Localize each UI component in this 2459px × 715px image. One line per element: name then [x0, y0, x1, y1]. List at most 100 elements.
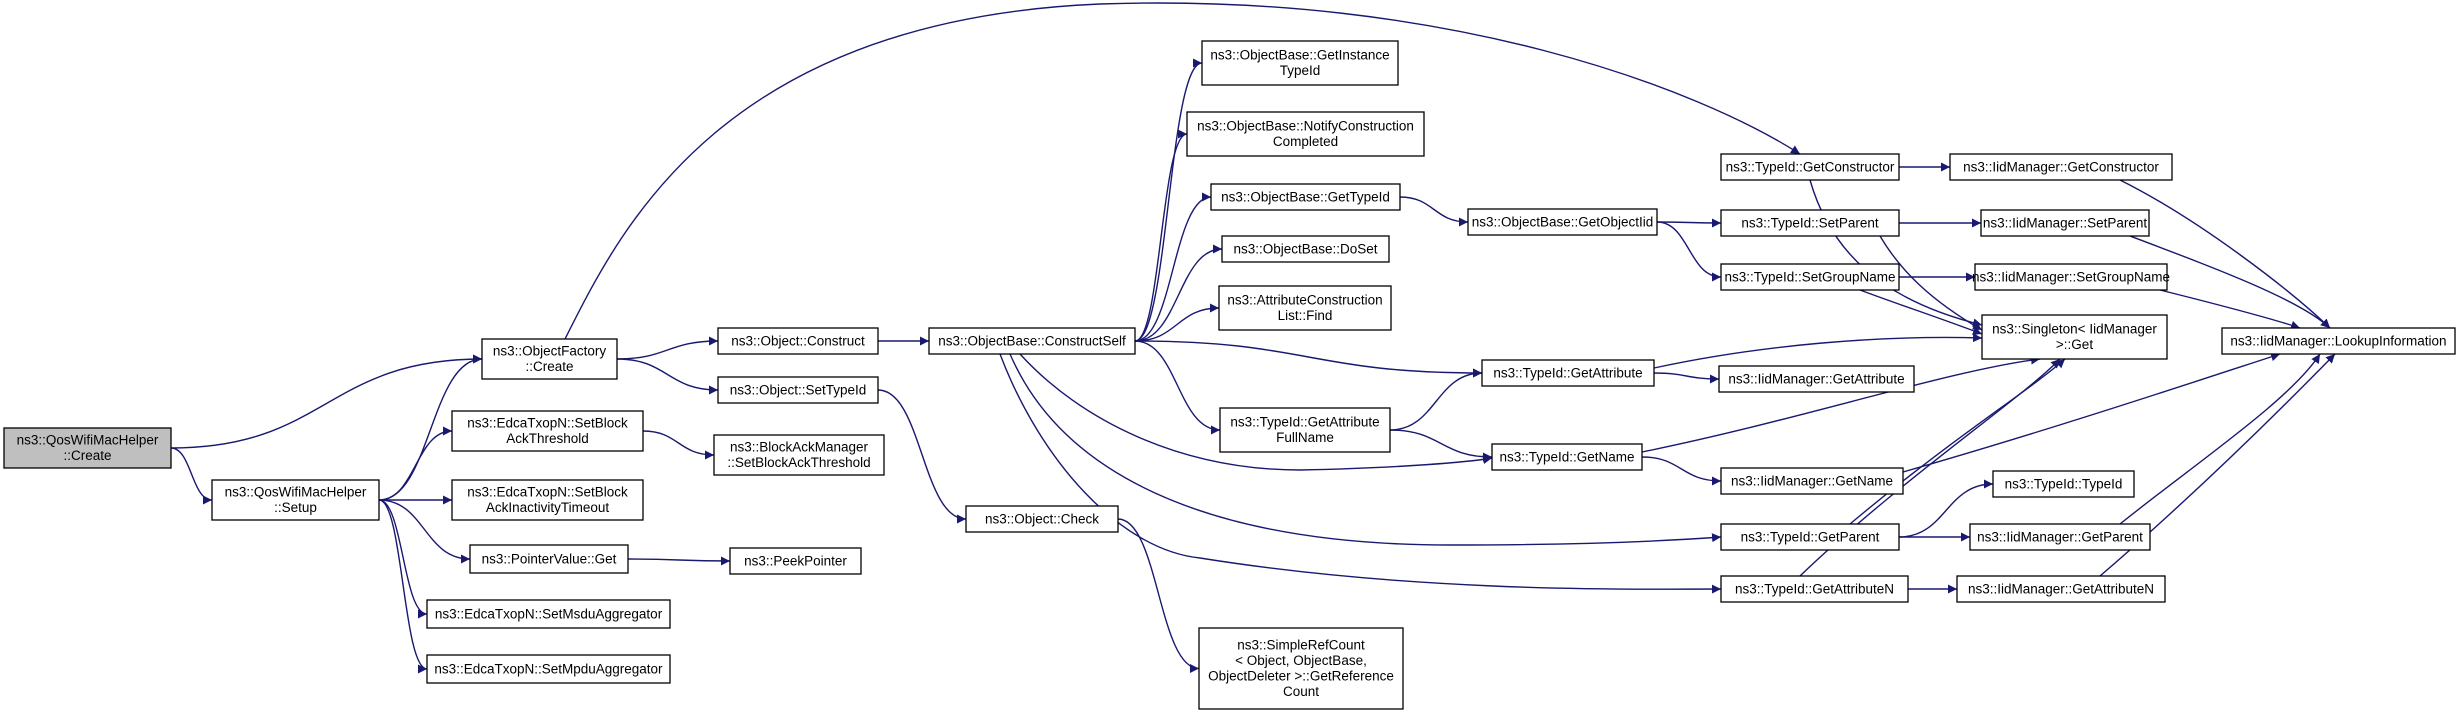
- node-pointervalue_get[interactable]: ns3::PointerValue::Get: [469, 544, 629, 574]
- node-qoswifi_setup[interactable]: ns3::QosWifiMacHelper::Setup: [211, 479, 380, 521]
- node-simplerefcount[interactable]: ns3::SimpleRefCount< Object, ObjectBase,…: [1198, 627, 1404, 710]
- node-objectbase_constructself[interactable]: ns3::ObjectBase::ConstructSelf: [928, 327, 1136, 355]
- node-box[interactable]: [1980, 209, 2150, 237]
- node-box[interactable]: [1720, 263, 1900, 291]
- node-box[interactable]: [1981, 314, 2168, 360]
- node-label: Count: [1283, 684, 1319, 699]
- node-box[interactable]: [1186, 111, 1425, 157]
- node-iidmanager_getconstructor[interactable]: ns3::IidManager::GetConstructor: [1949, 153, 2173, 181]
- node-box[interactable]: [1198, 627, 1404, 710]
- node-edca_setmpdu[interactable]: ns3::EdcaTxopN::SetMpduAggregator: [426, 654, 671, 684]
- node-label: >::Get: [2056, 337, 2093, 352]
- node-iidmanager_setgroupname[interactable]: ns3::IidManager::SetGroupName: [1972, 263, 2170, 291]
- node-box[interactable]: [1720, 467, 1904, 495]
- node-objectbase_notify[interactable]: ns3::ObjectBase::NotifyConstructionCompl…: [1186, 111, 1425, 157]
- node-box[interactable]: [451, 410, 644, 452]
- node-label: ns3::AttributeConstruction: [1227, 293, 1382, 308]
- node-label: ns3::ObjectBase::GetObjectIid: [1472, 214, 1654, 229]
- node-objectbase_gettypeid[interactable]: ns3::ObjectBase::GetTypeId: [1210, 183, 1401, 211]
- node-box[interactable]: [1221, 235, 1390, 263]
- node-typeid_setgroupname[interactable]: ns3::TypeId::SetGroupName: [1720, 263, 1900, 291]
- node-box[interactable]: [1218, 285, 1392, 331]
- node-objfactory_create[interactable]: ns3::ObjectFactory::Create: [481, 338, 618, 380]
- node-box[interactable]: [211, 479, 380, 521]
- node-typeid_getname[interactable]: ns3::TypeId::GetName: [1491, 443, 1643, 471]
- node-box[interactable]: [713, 434, 885, 476]
- node-box[interactable]: [1949, 153, 2173, 181]
- node-label: ns3::TypeId::SetGroupName: [1724, 269, 1895, 284]
- edge-typeid_setgroupname-to-singleton_get: [1859, 289, 1983, 336]
- edges-layer: [170, 2, 2336, 674]
- edge-iidmanager_getparent-to-iidmanager_lookupinformation: [2119, 353, 2321, 525]
- node-label: ns3::IidManager::GetParent: [1977, 529, 2143, 544]
- node-singleton_get[interactable]: ns3::Singleton< IidManager>::Get: [1981, 314, 2168, 360]
- node-label: ns3::IidManager::GetAttributeN: [1968, 581, 2154, 596]
- node-iidmanager_getparent[interactable]: ns3::IidManager::GetParent: [1969, 523, 2151, 551]
- node-box[interactable]: [481, 338, 618, 380]
- node-iidmanager_getattributen[interactable]: ns3::IidManager::GetAttributeN: [1956, 575, 2166, 603]
- edge-qoswifi_create-to-objfactory_create: [170, 354, 483, 449]
- node-typeid_getattributen[interactable]: ns3::TypeId::GetAttributeN: [1720, 575, 1909, 603]
- node-iidmanager_lookupinformation[interactable]: ns3::IidManager::LookupInformation: [2221, 327, 2456, 355]
- node-box[interactable]: [1720, 575, 1909, 603]
- node-label: ns3::PointerValue::Get: [482, 551, 617, 566]
- node-label: ns3::BlockAckManager: [730, 440, 869, 455]
- node-box[interactable]: [965, 505, 1119, 533]
- node-box[interactable]: [1720, 209, 1900, 237]
- node-object_construct[interactable]: ns3::Object::Construct: [717, 327, 879, 355]
- node-box[interactable]: [3, 427, 172, 469]
- node-box[interactable]: [1210, 183, 1401, 211]
- node-blockackmanager_set[interactable]: ns3::BlockAckManager::SetBlockAckThresho…: [713, 434, 885, 476]
- node-typeid_getparent[interactable]: ns3::TypeId::GetParent: [1720, 523, 1900, 551]
- node-label: ns3::EdcaTxopN::SetMsduAggregator: [435, 606, 663, 621]
- edge-objectbase_getobjectiid-to-typeid_setgroupname: [1656, 221, 1722, 282]
- node-box[interactable]: [928, 327, 1136, 355]
- node-box[interactable]: [1219, 407, 1391, 453]
- node-objectbase_getobjectiid[interactable]: ns3::ObjectBase::GetObjectIid: [1467, 208, 1658, 236]
- node-peekpointer[interactable]: ns3::PeekPointer: [729, 547, 862, 575]
- node-label: ns3::QosWifiMacHelper: [17, 433, 159, 448]
- node-box[interactable]: [1481, 359, 1655, 387]
- node-iidmanager_getattribute[interactable]: ns3::IidManager::GetAttribute: [1718, 365, 1915, 393]
- node-box[interactable]: [1974, 263, 2168, 291]
- node-box[interactable]: [729, 547, 862, 575]
- node-label: ns3::QosWifiMacHelper: [225, 485, 367, 500]
- node-box[interactable]: [1491, 443, 1643, 471]
- node-box[interactable]: [469, 544, 629, 574]
- node-typeid_typeid[interactable]: ns3::TypeId::TypeId: [1992, 470, 2135, 498]
- node-box[interactable]: [717, 376, 879, 404]
- node-box[interactable]: [717, 327, 879, 355]
- node-box[interactable]: [426, 654, 671, 684]
- node-box[interactable]: [1992, 470, 2135, 498]
- edge-typeid_getattribute-to-singleton_get: [1653, 333, 1983, 369]
- node-objectbase_doset[interactable]: ns3::ObjectBase::DoSet: [1221, 235, 1390, 263]
- node-box[interactable]: [1969, 523, 2151, 551]
- node-box[interactable]: [1467, 208, 1658, 236]
- node-label: AckThreshold: [506, 431, 589, 446]
- node-qoswifi_create[interactable]: ns3::QosWifiMacHelper::Create: [3, 427, 172, 469]
- node-box[interactable]: [1956, 575, 2166, 603]
- node-box[interactable]: [1718, 365, 1915, 393]
- node-edca_setblockackthreshold[interactable]: ns3::EdcaTxopN::SetBlockAckThreshold: [451, 410, 644, 452]
- node-typeid_getattribute[interactable]: ns3::TypeId::GetAttribute: [1481, 359, 1655, 387]
- edge-objectbase_constructself-to-objectbase_doset: [1134, 244, 1223, 342]
- node-box[interactable]: [1201, 40, 1399, 86]
- edge-typeid_getname-to-singleton_get: [1641, 355, 2041, 453]
- node-edca_setblockackinactivity[interactable]: ns3::EdcaTxopN::SetBlockAckInactivityTim…: [451, 479, 644, 521]
- node-iidmanager_getname[interactable]: ns3::IidManager::GetName: [1720, 467, 1904, 495]
- node-iidmanager_setparent[interactable]: ns3::IidManager::SetParent: [1980, 209, 2150, 237]
- node-typeid_setparent[interactable]: ns3::TypeId::SetParent: [1720, 209, 1900, 237]
- node-box[interactable]: [451, 479, 644, 521]
- node-typeid_getconstructor[interactable]: ns3::TypeId::GetConstructor: [1720, 153, 1900, 181]
- node-edca_setmsdu[interactable]: ns3::EdcaTxopN::SetMsduAggregator: [426, 599, 671, 629]
- node-box[interactable]: [2221, 327, 2456, 355]
- node-box[interactable]: [426, 599, 671, 629]
- node-box[interactable]: [1720, 153, 1900, 181]
- edge-object_settypeid-to-object_check: [877, 389, 967, 524]
- node-object_check[interactable]: ns3::Object::Check: [965, 505, 1119, 533]
- node-box[interactable]: [1720, 523, 1900, 551]
- node-object_settypeid[interactable]: ns3::Object::SetTypeId: [717, 376, 879, 404]
